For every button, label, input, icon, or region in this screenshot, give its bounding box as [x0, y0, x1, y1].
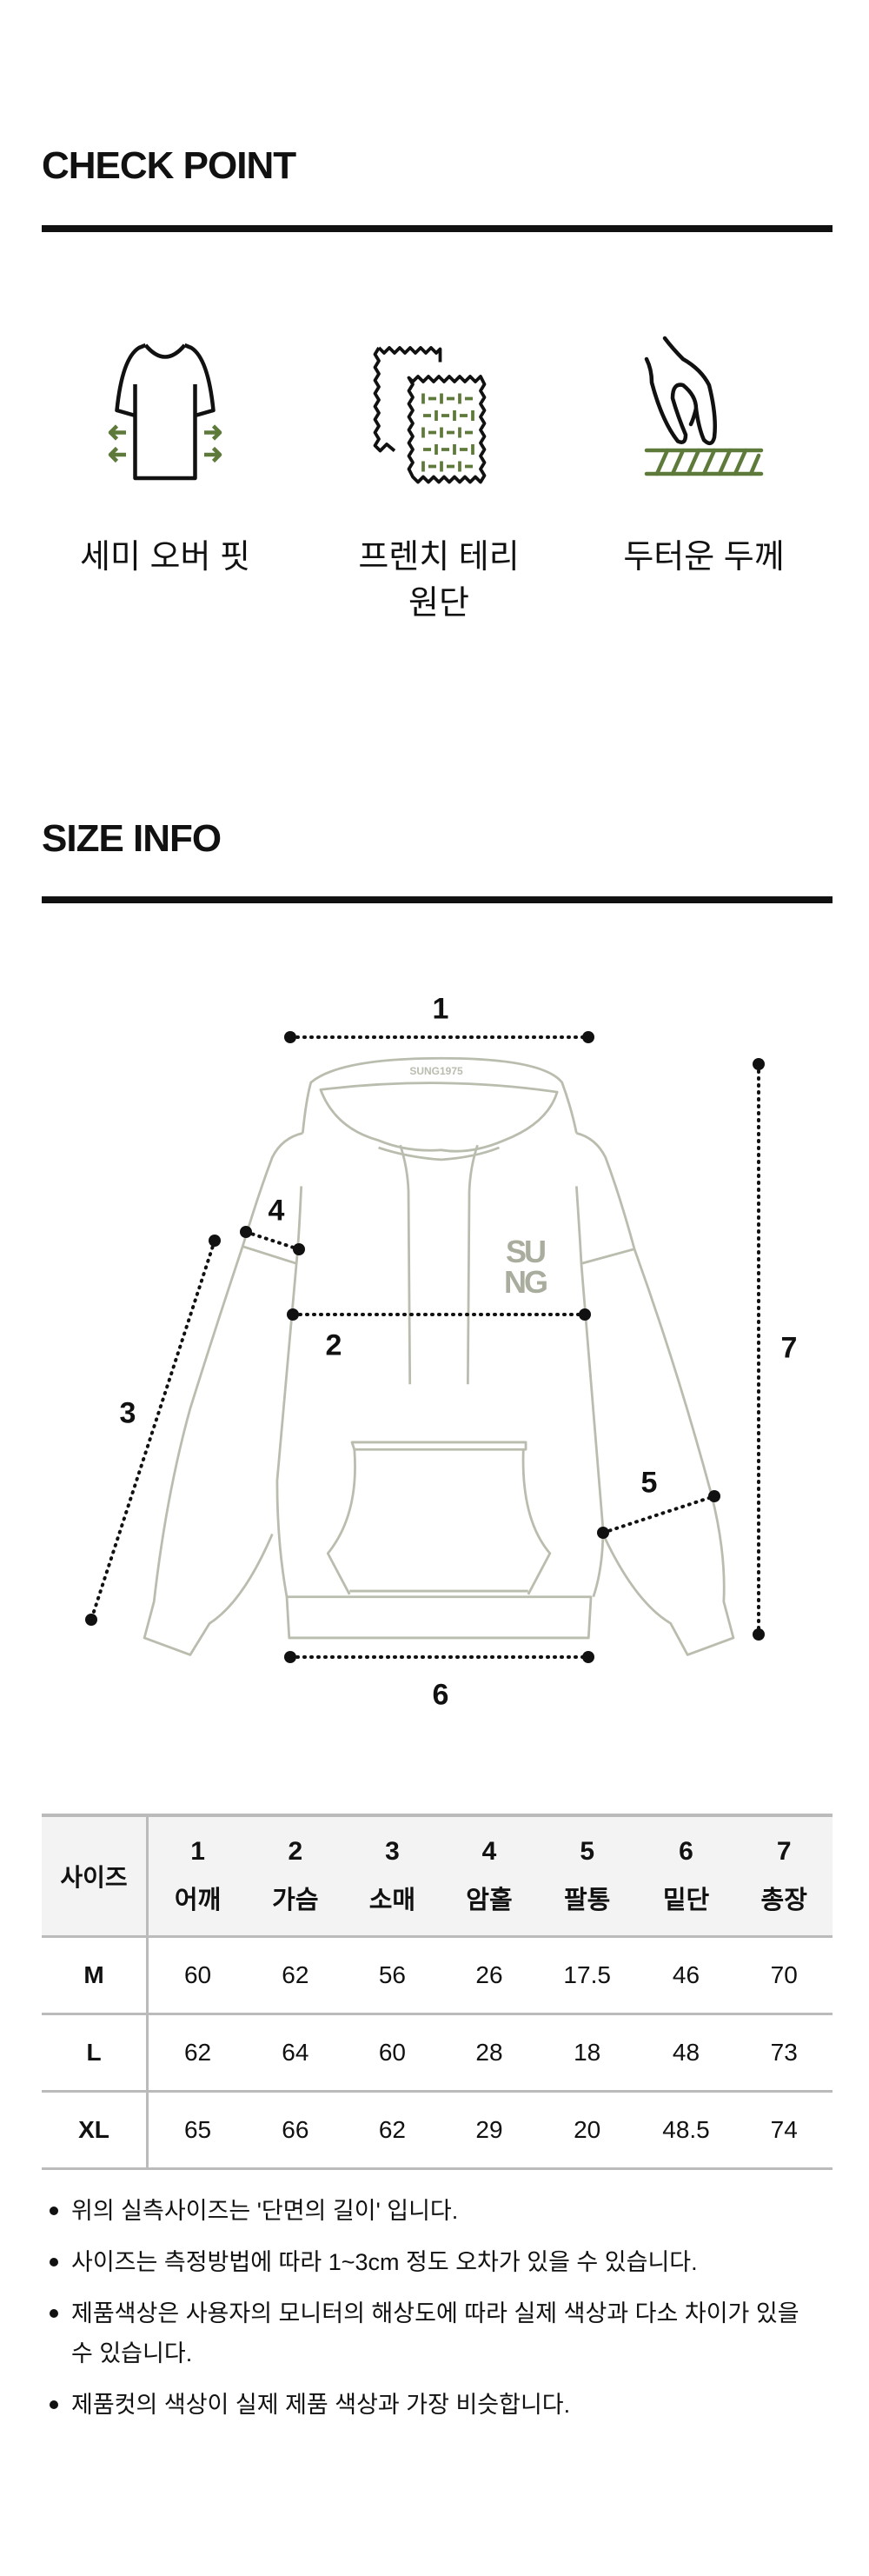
size-notes: 위의 실측사이즈는 '단면의 길이' 입니다. 사이즈는 측정방법에 따라 1~… [43, 2191, 826, 2436]
measure-label-6: 6 [432, 1678, 449, 1712]
measurement-cell: 48.5 [636, 2091, 736, 2170]
column-number: 1 [190, 1837, 205, 1866]
size-table-header: 사이즈 1 어깨 2 가슴 3 소매 4 암홀 5 팔통 6 밑단 7 총장 [42, 1815, 833, 1938]
measurement-lines [90, 1035, 760, 1659]
hood-brand-text: SUNG1975 [409, 1065, 463, 1077]
size-header: 사이즈 [42, 1815, 149, 1938]
feature-label-text: 세미 오버 핏 [80, 539, 250, 576]
measurement-endpoints [85, 1031, 765, 1663]
column-number: 5 [580, 1837, 595, 1866]
section-divider [42, 225, 833, 232]
measure-label-2: 2 [325, 1328, 342, 1362]
tshirt-fit-icon [87, 335, 243, 491]
measure-line-sleeve-width [601, 1494, 716, 1534]
feature-label-fabric: 프렌치 테리 원단 [308, 535, 569, 627]
measurement-cell: 66 [247, 2091, 344, 2170]
column-number: 6 [679, 1837, 693, 1866]
column-header: 4 암홀 [441, 1815, 538, 1938]
column-name: 암홀 [466, 1887, 513, 1914]
measurement-cell: 28 [441, 2014, 538, 2093]
measurement-cell: 48 [636, 2014, 736, 2093]
column-number: 2 [288, 1837, 303, 1866]
column-name: 어깨 [174, 1887, 222, 1914]
column-name: 소매 [368, 1887, 416, 1914]
chest-logo-bottom: NG [504, 1264, 547, 1300]
size-label: L [42, 2014, 149, 2093]
measurement-cell: 18 [537, 2014, 637, 2093]
measurement-cell: 62 [247, 1936, 344, 2015]
column-number: 3 [385, 1837, 400, 1866]
note-item: 제품컷의 색상이 실제 제품 색상과 가장 비슷합니다. [43, 2385, 826, 2425]
measurement-cell: 65 [147, 2091, 248, 2170]
measurement-cell: 29 [441, 2091, 538, 2170]
measure-line-sleeve [90, 1239, 216, 1621]
measurement-cell: 60 [343, 2014, 441, 2093]
column-header: 3 소매 [343, 1815, 441, 1938]
measure-label-1: 1 [432, 992, 449, 1026]
column-number: 7 [776, 1837, 792, 1866]
column-name: 총장 [760, 1887, 807, 1914]
section-divider [42, 896, 833, 903]
measure-label-4: 4 [268, 1194, 285, 1228]
size-label: M [42, 1936, 149, 2015]
hoodie-measurement-diagram: SUNG1975 SU NG [85, 1031, 765, 1663]
size-label: XL [42, 2091, 149, 2170]
column-name: 팔통 [563, 1887, 611, 1914]
feature-label-text: 프렌치 테리 [358, 539, 520, 576]
feature-label-thickness: 두터운 두께 [574, 535, 834, 581]
measurement-cell: 62 [147, 2014, 248, 2093]
measurement-cell: 60 [147, 1936, 248, 2015]
column-name: 밑단 [662, 1887, 710, 1914]
column-name: 가슴 [272, 1887, 319, 1914]
measurement-cell: 74 [735, 2091, 833, 2170]
measurement-cell: 62 [343, 2091, 441, 2170]
measure-label-7: 7 [780, 1331, 798, 1365]
hand-press-thickness-icon [626, 330, 782, 487]
measurement-cell: 17.5 [537, 1936, 637, 2015]
feature-label-text: 두터운 두께 [623, 539, 785, 576]
measurement-cell: 73 [735, 2014, 833, 2093]
measure-line-armhole [244, 1230, 301, 1251]
feature-label-text: 원단 [408, 585, 469, 622]
hoodie-outline [143, 1056, 735, 1656]
column-number: 4 [481, 1837, 497, 1866]
column-header: 7 총장 [735, 1815, 833, 1938]
note-item: 위의 실측사이즈는 '단면의 길이' 입니다. [43, 2191, 826, 2231]
size-info-title: SIZE INFO [42, 817, 222, 860]
column-header: 2 가슴 [247, 1815, 344, 1938]
measurement-cell: 64 [247, 2014, 344, 2093]
measurement-cell: 70 [735, 1936, 833, 2015]
column-header: 1 어깨 [147, 1815, 248, 1938]
fabric-swatch-icon [361, 335, 517, 491]
measurement-cell: 20 [537, 2091, 637, 2170]
measurement-cell: 56 [343, 1936, 441, 2015]
note-item: 제품색상은 사용자의 모니터의 해상도에 따라 실제 색상과 다소 차이가 있을… [43, 2293, 826, 2373]
measurement-cell: 26 [441, 1936, 538, 2015]
note-item: 사이즈는 측정방법에 따라 1~3cm 정도 오차가 있을 수 있습니다. [43, 2242, 826, 2282]
measure-label-5: 5 [640, 1466, 658, 1500]
measure-label-3: 3 [119, 1396, 136, 1430]
column-header: 6 밑단 [636, 1815, 736, 1938]
check-point-title: CHECK POINT [42, 144, 296, 187]
feature-label-fit: 세미 오버 핏 [35, 535, 295, 581]
measurement-cell: 46 [636, 1936, 736, 2015]
chest-logo-top: SU [506, 1234, 545, 1269]
column-header: 5 팔통 [537, 1815, 637, 1938]
